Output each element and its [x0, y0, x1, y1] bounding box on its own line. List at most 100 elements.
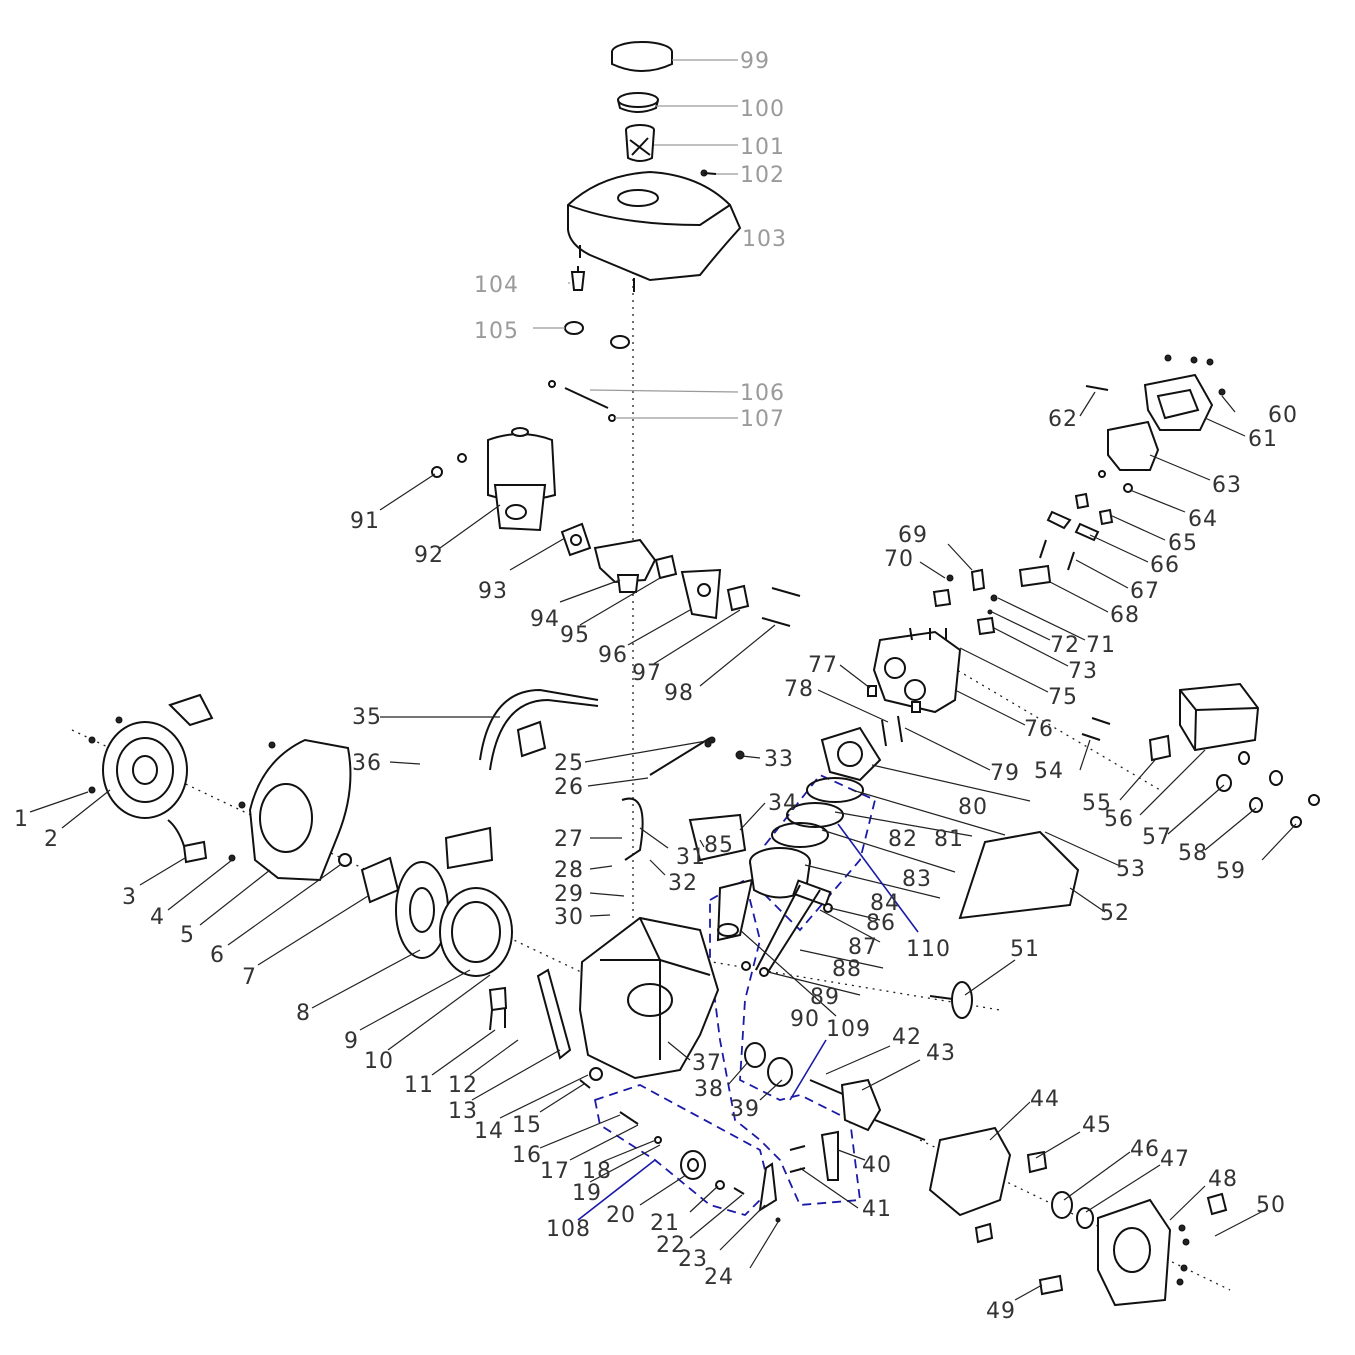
callout-31: 31 — [676, 845, 706, 870]
breather-cover-61 — [1143, 373, 1214, 431]
callout-96: 96 — [598, 643, 628, 668]
fuel-tank-cushion-105 — [564, 321, 630, 349]
case-gasket-44 — [928, 1126, 1012, 1217]
callout-107: 107 — [740, 407, 785, 432]
callout-86: 86 — [866, 911, 896, 936]
callout-89: 89 — [810, 985, 840, 1010]
callout-98: 98 — [664, 681, 694, 706]
callout-26: 26 — [554, 775, 584, 800]
callout-8: 8 — [296, 1001, 311, 1026]
callout-22: 22 — [656, 1233, 686, 1258]
callout-70: 70 — [884, 547, 914, 572]
callout-95: 95 — [560, 623, 590, 648]
callout-76: 76 — [1024, 717, 1054, 742]
studs-54 — [1081, 717, 1111, 741]
callout-11: 11 — [404, 1073, 434, 1098]
recoil-starter-2 — [102, 693, 214, 819]
callout-93: 93 — [478, 579, 508, 604]
callout-60: 60 — [1268, 403, 1298, 428]
callout-21: 21 — [650, 1211, 680, 1236]
callout-84: 84 — [870, 891, 900, 916]
governor-gear-20 — [680, 1150, 706, 1180]
callout-92: 92 — [414, 543, 444, 568]
small-parts-14-24 — [579, 1067, 781, 1223]
ignition-coil-35 — [444, 688, 599, 870]
callout-14: 14 — [474, 1119, 504, 1144]
carburetor-94 — [593, 538, 657, 593]
gasket-63 — [1107, 420, 1160, 471]
callout-48: 48 — [1208, 1167, 1238, 1192]
callout-103: 103 — [742, 227, 787, 252]
callout-38: 38 — [694, 1077, 724, 1102]
callout-3: 3 — [122, 885, 137, 910]
flywheel-ring-9 — [439, 887, 513, 977]
callout-82: 82 — [888, 827, 918, 852]
callout-78: 78 — [784, 677, 814, 702]
callout-9: 9 — [344, 1029, 359, 1054]
callout-108: 108 — [546, 1217, 591, 1242]
callout-101: 101 — [740, 135, 785, 160]
callout-64: 64 — [1188, 507, 1218, 532]
callout-13: 13 — [448, 1099, 478, 1124]
callout-15: 15 — [512, 1113, 542, 1138]
callout-19: 19 — [572, 1181, 602, 1206]
throttle-linkage-25-34 — [621, 736, 747, 862]
pin-62 — [1085, 385, 1109, 391]
fuel-tank-cap-99 — [611, 41, 673, 72]
callout-27: 27 — [554, 827, 584, 852]
callout-53: 53 — [1116, 857, 1146, 882]
muffler-protector-52 — [958, 830, 1080, 920]
gasket-97 — [726, 584, 750, 612]
callout-73: 73 — [1068, 659, 1098, 684]
insulator-96 — [680, 568, 722, 620]
callout-30: 30 — [554, 905, 584, 930]
callout-102: 102 — [740, 163, 785, 188]
callout-61: 61 — [1248, 427, 1278, 452]
callout-62: 62 — [1048, 407, 1078, 432]
callout-51: 51 — [1010, 937, 1040, 962]
muffler-gasket-55 — [1148, 734, 1172, 762]
callout-65: 65 — [1168, 531, 1198, 556]
bolt-106 — [548, 380, 609, 409]
coil-11 — [488, 986, 508, 1031]
muffler-56 — [1179, 682, 1260, 752]
callout-109: 109 — [826, 1017, 871, 1042]
callout-28: 28 — [554, 858, 584, 883]
callout-12: 12 — [448, 1073, 478, 1098]
callout-2: 2 — [44, 827, 59, 852]
bearings-38-39 — [744, 1042, 793, 1087]
oil-plug-49 — [1038, 1274, 1064, 1296]
callout-90: 90 — [790, 1007, 820, 1032]
callout-34: 34 — [768, 791, 798, 816]
callout-79: 79 — [990, 761, 1020, 786]
seal-45 — [974, 1150, 1048, 1244]
callout-29: 29 — [554, 882, 584, 907]
gasket-93 — [560, 522, 592, 557]
callout-105: 105 — [474, 319, 519, 344]
piston-pin-87 — [792, 879, 833, 913]
callout-66: 66 — [1150, 553, 1180, 578]
fuel-strainer-ring-100 — [617, 92, 659, 113]
head-gasket-80 — [820, 726, 882, 782]
callout-49: 49 — [986, 1299, 1016, 1324]
crankshaft-43 — [809, 1078, 926, 1141]
dowels-77-79 — [867, 685, 921, 747]
callout-36: 36 — [352, 751, 382, 776]
callout-47: 47 — [1160, 1147, 1190, 1172]
callout-99: 99 — [740, 49, 770, 74]
callout-17: 17 — [540, 1159, 570, 1184]
callout-104: 104 — [474, 273, 519, 298]
starter-pulley-7 — [338, 853, 400, 904]
gasket-95 — [654, 554, 678, 580]
air-cleaner-92 — [487, 427, 557, 532]
callout-80: 80 — [958, 795, 988, 820]
callout-18: 18 — [582, 1159, 612, 1184]
callout-40: 40 — [862, 1153, 892, 1178]
callout-54: 54 — [1034, 759, 1064, 784]
callout-37: 37 — [692, 1051, 722, 1076]
nut-91 — [431, 453, 467, 478]
callout-88: 88 — [832, 957, 862, 982]
callout-10: 10 — [364, 1049, 394, 1074]
crankcase-37 — [578, 916, 720, 1080]
